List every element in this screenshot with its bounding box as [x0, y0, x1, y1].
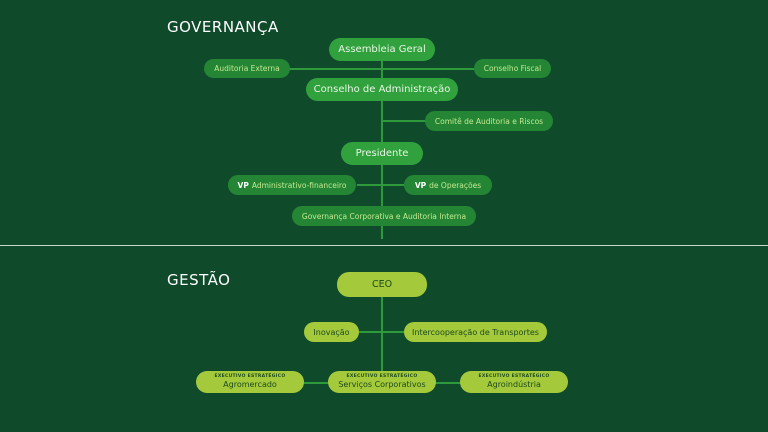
vp-operacoes-label: de Operações	[429, 180, 482, 190]
intercooperacao-node[interactable]: Intercooperação de Transportes	[404, 322, 547, 342]
comite-auditoria-label: Comitê de Auditoria e Riscos	[434, 116, 544, 126]
conselho-fiscal-label: Conselho Fiscal	[483, 64, 542, 73]
comite-branch-line	[382, 120, 427, 122]
vp-operacoes-prefix: VP	[414, 180, 427, 190]
agromercado-caption: EXECUTIVO ESTRATÉGICO	[214, 374, 286, 379]
audit-fiscal-branch-line	[287, 68, 474, 70]
vp-branch-line	[357, 184, 405, 186]
auditoria-externa-node[interactable]: Auditoria Externa	[204, 59, 290, 78]
ceo-label: CEO	[371, 279, 393, 290]
intercooperacao-label: Intercooperação de Transportes	[412, 327, 539, 337]
agroindustria-caption: EXECUTIVO ESTRATÉGICO	[478, 374, 550, 379]
conselho-fiscal-node[interactable]: Conselho Fiscal	[474, 59, 551, 78]
comite-auditoria-node[interactable]: Comitê de Auditoria e Riscos	[425, 111, 553, 131]
inovacao-label: Inovação	[313, 327, 350, 337]
servicos-label: Serviços Corporativos	[338, 380, 426, 389]
gestao-spine-line	[381, 296, 383, 382]
governanca-corporativa-node[interactable]: Governança Corporativa e Auditoria Inter…	[292, 206, 476, 226]
agroindustria-label: Agroindústria	[487, 380, 541, 389]
inovacao-branch-line	[358, 331, 406, 333]
servicos-corporativos-node[interactable]: EXECUTIVO ESTRATÉGICO Serviços Corporati…	[328, 371, 436, 393]
conselho-administracao-node[interactable]: Conselho de Administração	[306, 78, 458, 101]
governanca-title: GOVERNANÇA	[167, 18, 279, 36]
ceo-node[interactable]: CEO	[337, 272, 427, 297]
conselho-administracao-label: Conselho de Administração	[313, 84, 451, 95]
section-divider	[0, 245, 768, 246]
inovacao-node[interactable]: Inovação	[304, 322, 359, 342]
agromercado-label: Agromercado	[223, 380, 277, 389]
vp-admin-label: Administrativo-financeiro	[251, 180, 347, 190]
agroindustria-node[interactable]: EXECUTIVO ESTRATÉGICO Agroindústria	[460, 371, 568, 393]
auditoria-externa-label: Auditoria Externa	[214, 64, 280, 73]
assembleia-geral-node[interactable]: Assembleia Geral	[329, 38, 435, 61]
presidente-label: Presidente	[355, 148, 409, 159]
presidente-node[interactable]: Presidente	[341, 142, 423, 165]
gestao-title: GESTÃO	[167, 271, 231, 289]
agromercado-node[interactable]: EXECUTIVO ESTRATÉGICO Agromercado	[196, 371, 304, 393]
servicos-caption: EXECUTIVO ESTRATÉGICO	[346, 374, 418, 379]
vp-admin-prefix: VP	[237, 180, 249, 190]
assembleia-geral-label: Assembleia Geral	[338, 44, 426, 55]
governanca-corporativa-label: Governança Corporativa e Auditoria Inter…	[301, 211, 467, 221]
